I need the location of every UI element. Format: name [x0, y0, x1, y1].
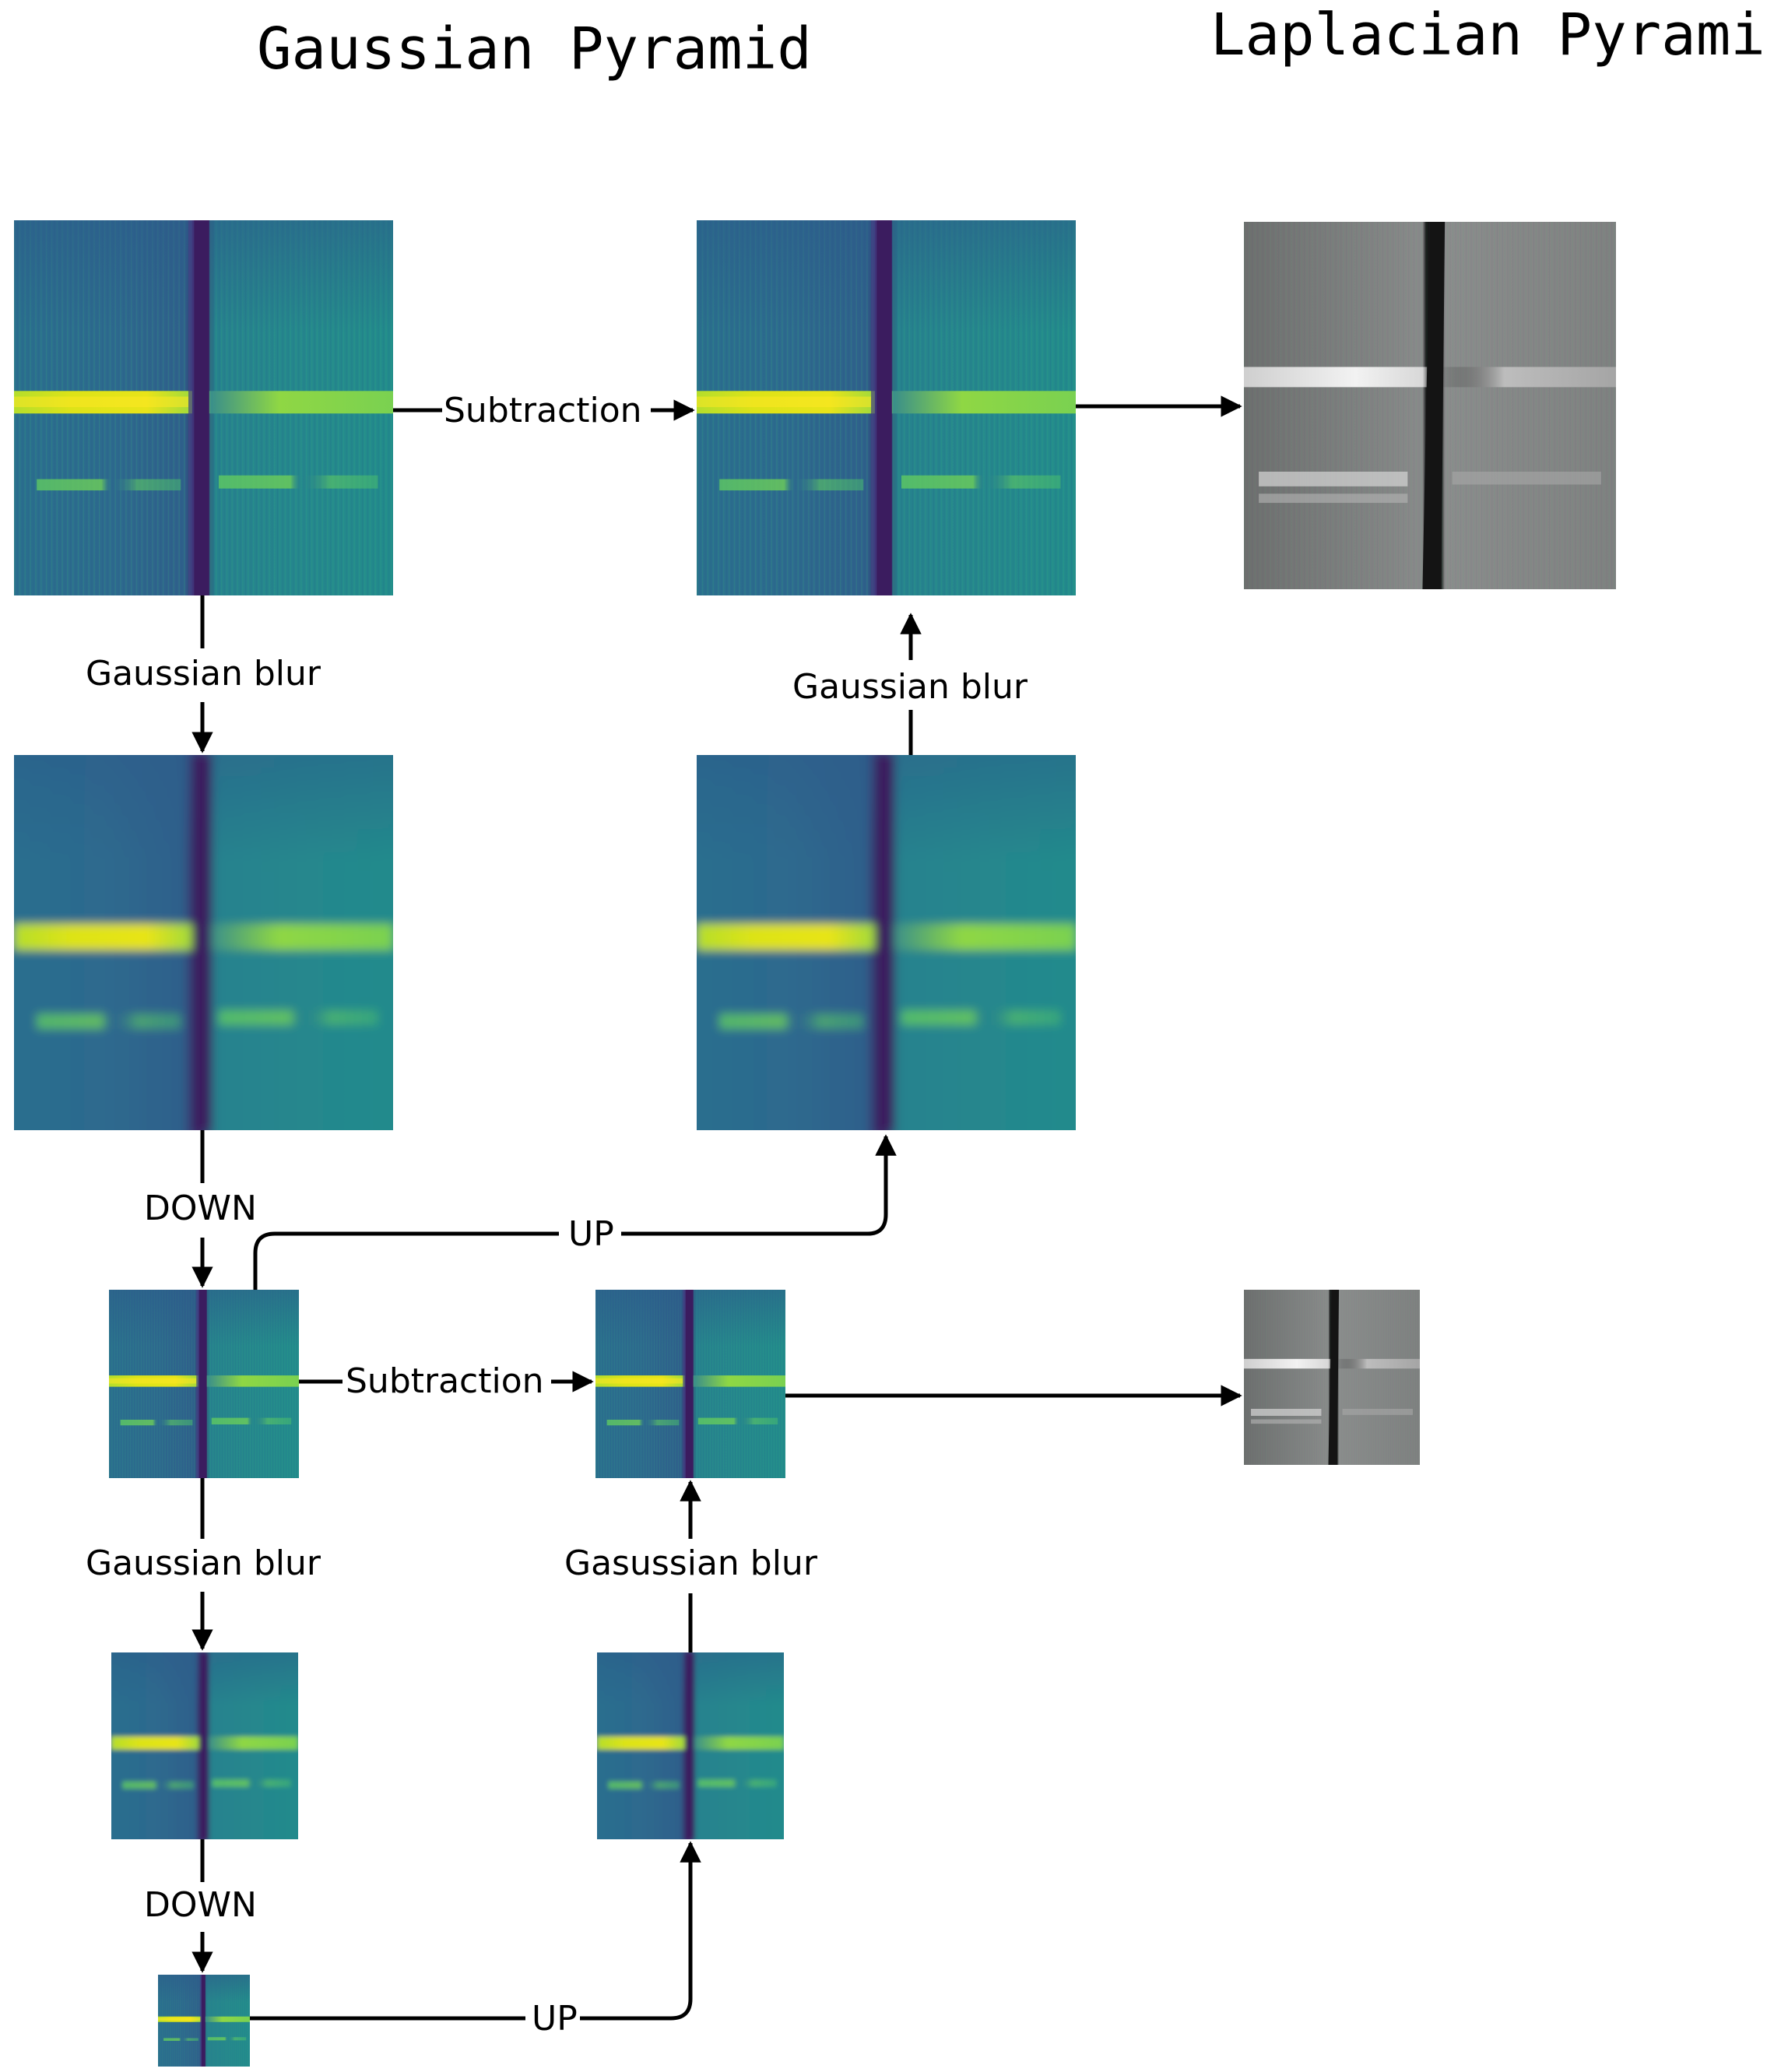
upsampled-level2-blurred-image [595, 1290, 785, 1478]
up1-line-a [253, 1231, 559, 1290]
gaussian-blur-top-left-label: Gaussian blur [86, 654, 321, 694]
subtraction-top-label: Subtraction [444, 391, 642, 430]
gaussian-level0-image [14, 220, 393, 595]
upsampled-level2-image [589, 1645, 791, 1846]
gaussian-level1-image [109, 1290, 299, 1478]
gaussian-blur-mid-right-label: Gasussian blur [564, 1543, 818, 1583]
laplacian-level1-image [1244, 1290, 1420, 1465]
gaussian-level0-blurred-image [0, 740, 408, 1146]
gaussian-blur-top-right-label: Gaussian blur [792, 667, 1028, 707]
gaussian-pyramid-heading: Gaussian Pyramid [257, 16, 812, 83]
gaussian-blur-mid-left-label: Gaussian blur [86, 1543, 321, 1583]
down2-label: DOWN [144, 1885, 257, 1925]
laplacian-level0-image [1244, 222, 1616, 589]
down1-label: DOWN [144, 1189, 257, 1228]
up2-label: UP [532, 1999, 578, 2039]
upsampled-level1-blurred-image [697, 220, 1076, 595]
gaussian-level1-blurred-image [104, 1645, 305, 1846]
upsampled-level1-image [682, 740, 1091, 1146]
up2-arrow [580, 1841, 701, 2021]
gaussian-level2-image [158, 1975, 250, 2067]
up1-arrow [621, 1134, 897, 1236]
subtraction-mid-label: Subtraction [346, 1361, 544, 1401]
up1-label: UP [568, 1214, 614, 1254]
laplacian-pyramid-heading: Laplacian Pyramid [1210, 2, 1767, 68]
